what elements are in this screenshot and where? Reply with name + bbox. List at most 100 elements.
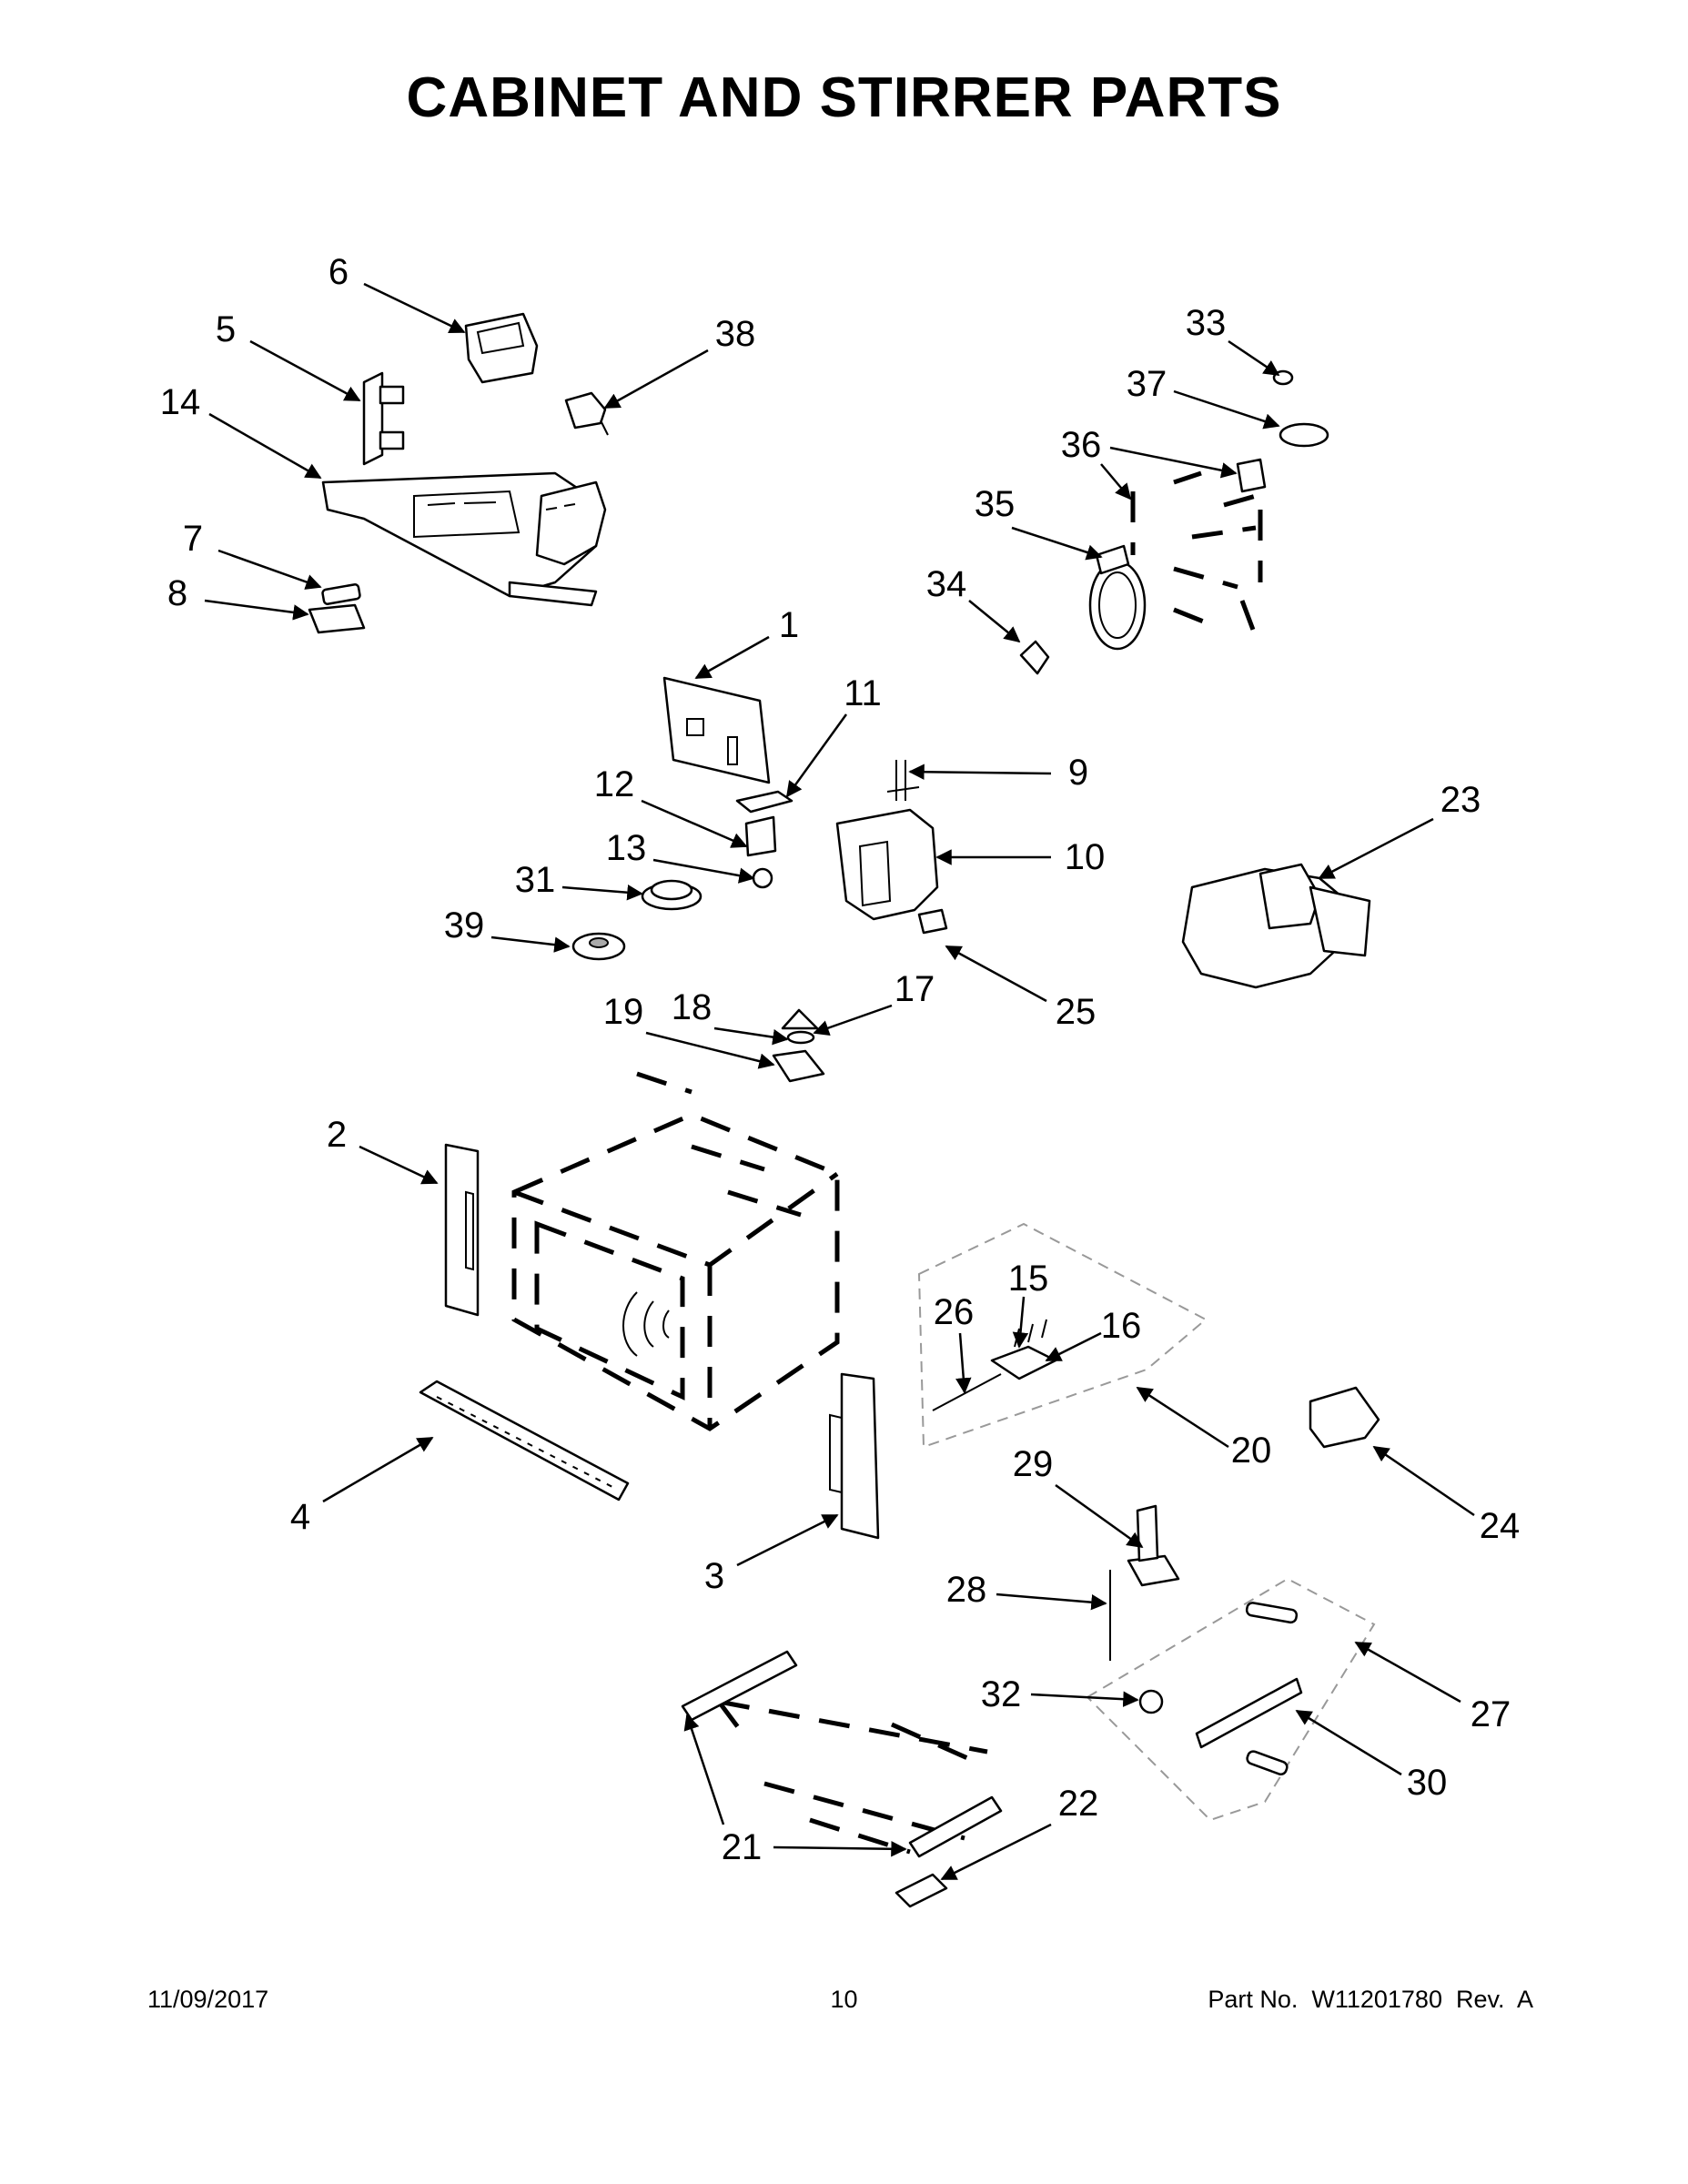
callout-9: 9: [908, 753, 1088, 793]
svg-text:8: 8: [167, 573, 187, 613]
svg-text:39: 39: [444, 905, 485, 945]
part-transformer: [835, 760, 948, 935]
callout-16: 16: [1045, 1306, 1142, 1362]
svg-text:2: 2: [327, 1115, 347, 1155]
svg-text:3: 3: [704, 1556, 724, 1596]
page-title: CABINET AND STIRRER PARTS: [406, 66, 1282, 129]
svg-text:24: 24: [1480, 1506, 1521, 1546]
callout-7: 7: [183, 519, 322, 590]
svg-text:37: 37: [1127, 364, 1167, 404]
callout-27: 27: [1354, 1641, 1511, 1734]
callout-23: 23: [1318, 780, 1481, 880]
svg-text:22: 22: [1058, 1784, 1099, 1824]
callout-5: 5: [216, 309, 361, 402]
svg-text:25: 25: [1056, 992, 1097, 1032]
part-bottom-plate: [681, 1650, 1003, 1858]
callout-25: 25: [945, 945, 1097, 1032]
svg-text:4: 4: [290, 1497, 310, 1537]
callout-26: 26: [934, 1292, 975, 1394]
part-spacer-39: [571, 932, 626, 961]
svg-text:23: 23: [1440, 780, 1481, 820]
svg-text:33: 33: [1186, 303, 1227, 343]
callout-33: 33: [1186, 303, 1280, 377]
callout-12: 12: [594, 764, 748, 848]
svg-text:14: 14: [160, 382, 201, 422]
part-vent-rail: [419, 1380, 630, 1502]
part-contactor: [464, 312, 539, 384]
part-bracket-29: [1127, 1504, 1180, 1587]
callout-35: 35: [975, 484, 1103, 561]
callout-6: 6: [329, 252, 466, 334]
callout-14: 14: [160, 382, 322, 480]
callout-11: 11: [785, 673, 882, 798]
svg-text:12: 12: [594, 764, 635, 804]
svg-text:31: 31: [515, 860, 556, 900]
svg-text:34: 34: [926, 564, 967, 604]
svg-text:29: 29: [1013, 1444, 1054, 1484]
part-bracket-11-12: [735, 790, 793, 889]
footer-part-number: Part No. W11201780 Rev. A: [1208, 1986, 1533, 2013]
svg-text:10: 10: [1065, 837, 1106, 877]
part-fuse: [321, 583, 361, 605]
part-switch-38: [564, 391, 609, 436]
callout-38: 38: [603, 314, 756, 410]
callout-18: 18: [672, 987, 789, 1046]
callout-24: 24: [1372, 1445, 1521, 1546]
part-stirrer-drive: [1086, 1577, 1376, 1822]
callout-21: 21: [683, 1714, 907, 1867]
part-side-panel-left: [444, 1143, 480, 1317]
callout-19: 19: [603, 992, 775, 1069]
callout-34: 34: [926, 564, 1021, 643]
svg-text:32: 32: [981, 1674, 1022, 1714]
svg-text:36: 36: [1061, 425, 1102, 465]
callout-4: 4: [290, 1436, 434, 1537]
callout-37: 37: [1127, 364, 1280, 430]
svg-text:1: 1: [779, 605, 799, 645]
callout-39: 39: [444, 905, 571, 953]
svg-text:30: 30: [1407, 1763, 1448, 1803]
part-stirrer-bracket: [1019, 369, 1329, 675]
part-thermostat-31: [641, 879, 702, 911]
svg-text:38: 38: [715, 314, 756, 354]
callout-20: 20: [1136, 1386, 1272, 1471]
svg-text:28: 28: [946, 1570, 987, 1610]
callout-31: 31: [515, 860, 643, 901]
svg-text:15: 15: [1008, 1259, 1049, 1299]
callout-17: 17: [813, 969, 935, 1036]
svg-text:16: 16: [1101, 1306, 1142, 1346]
part-stirrer-cone: [772, 1008, 825, 1083]
footer-date: 11/09/2017: [147, 1986, 269, 2013]
svg-text:26: 26: [934, 1292, 975, 1332]
part-relay-24: [1309, 1386, 1380, 1449]
callout-22: 22: [940, 1784, 1099, 1881]
part-fuse-clip: [308, 603, 366, 634]
svg-text:21: 21: [722, 1827, 763, 1867]
callout-30: 30: [1295, 1709, 1448, 1803]
svg-text:27: 27: [1471, 1694, 1511, 1734]
svg-text:13: 13: [606, 828, 647, 868]
svg-text:20: 20: [1231, 1431, 1272, 1471]
part-control-bracket: [321, 471, 607, 607]
svg-text:6: 6: [329, 252, 349, 292]
callout-36: 36: [1061, 425, 1238, 500]
svg-text:11: 11: [844, 673, 882, 713]
svg-text:19: 19: [603, 992, 644, 1032]
callout-15: 15: [1008, 1259, 1049, 1349]
callout-2: 2: [327, 1115, 439, 1185]
footer-page-number: 10: [830, 1986, 858, 2013]
svg-text:35: 35: [975, 484, 1016, 524]
part-sensor-kit: [917, 1222, 1208, 1449]
part-control-board: [662, 676, 771, 784]
callout-10: 10: [935, 837, 1106, 877]
callout-8: 8: [167, 573, 309, 621]
svg-text:5: 5: [216, 309, 236, 349]
svg-text:18: 18: [672, 987, 713, 1027]
svg-text:17: 17: [895, 969, 935, 1009]
part-side-panel-right: [829, 1372, 880, 1540]
part-cabinet: [511, 1071, 840, 1431]
callout-3: 3: [704, 1513, 839, 1596]
callout-32: 32: [981, 1674, 1139, 1714]
svg-text:7: 7: [183, 519, 203, 559]
callout-29: 29: [1013, 1444, 1144, 1549]
